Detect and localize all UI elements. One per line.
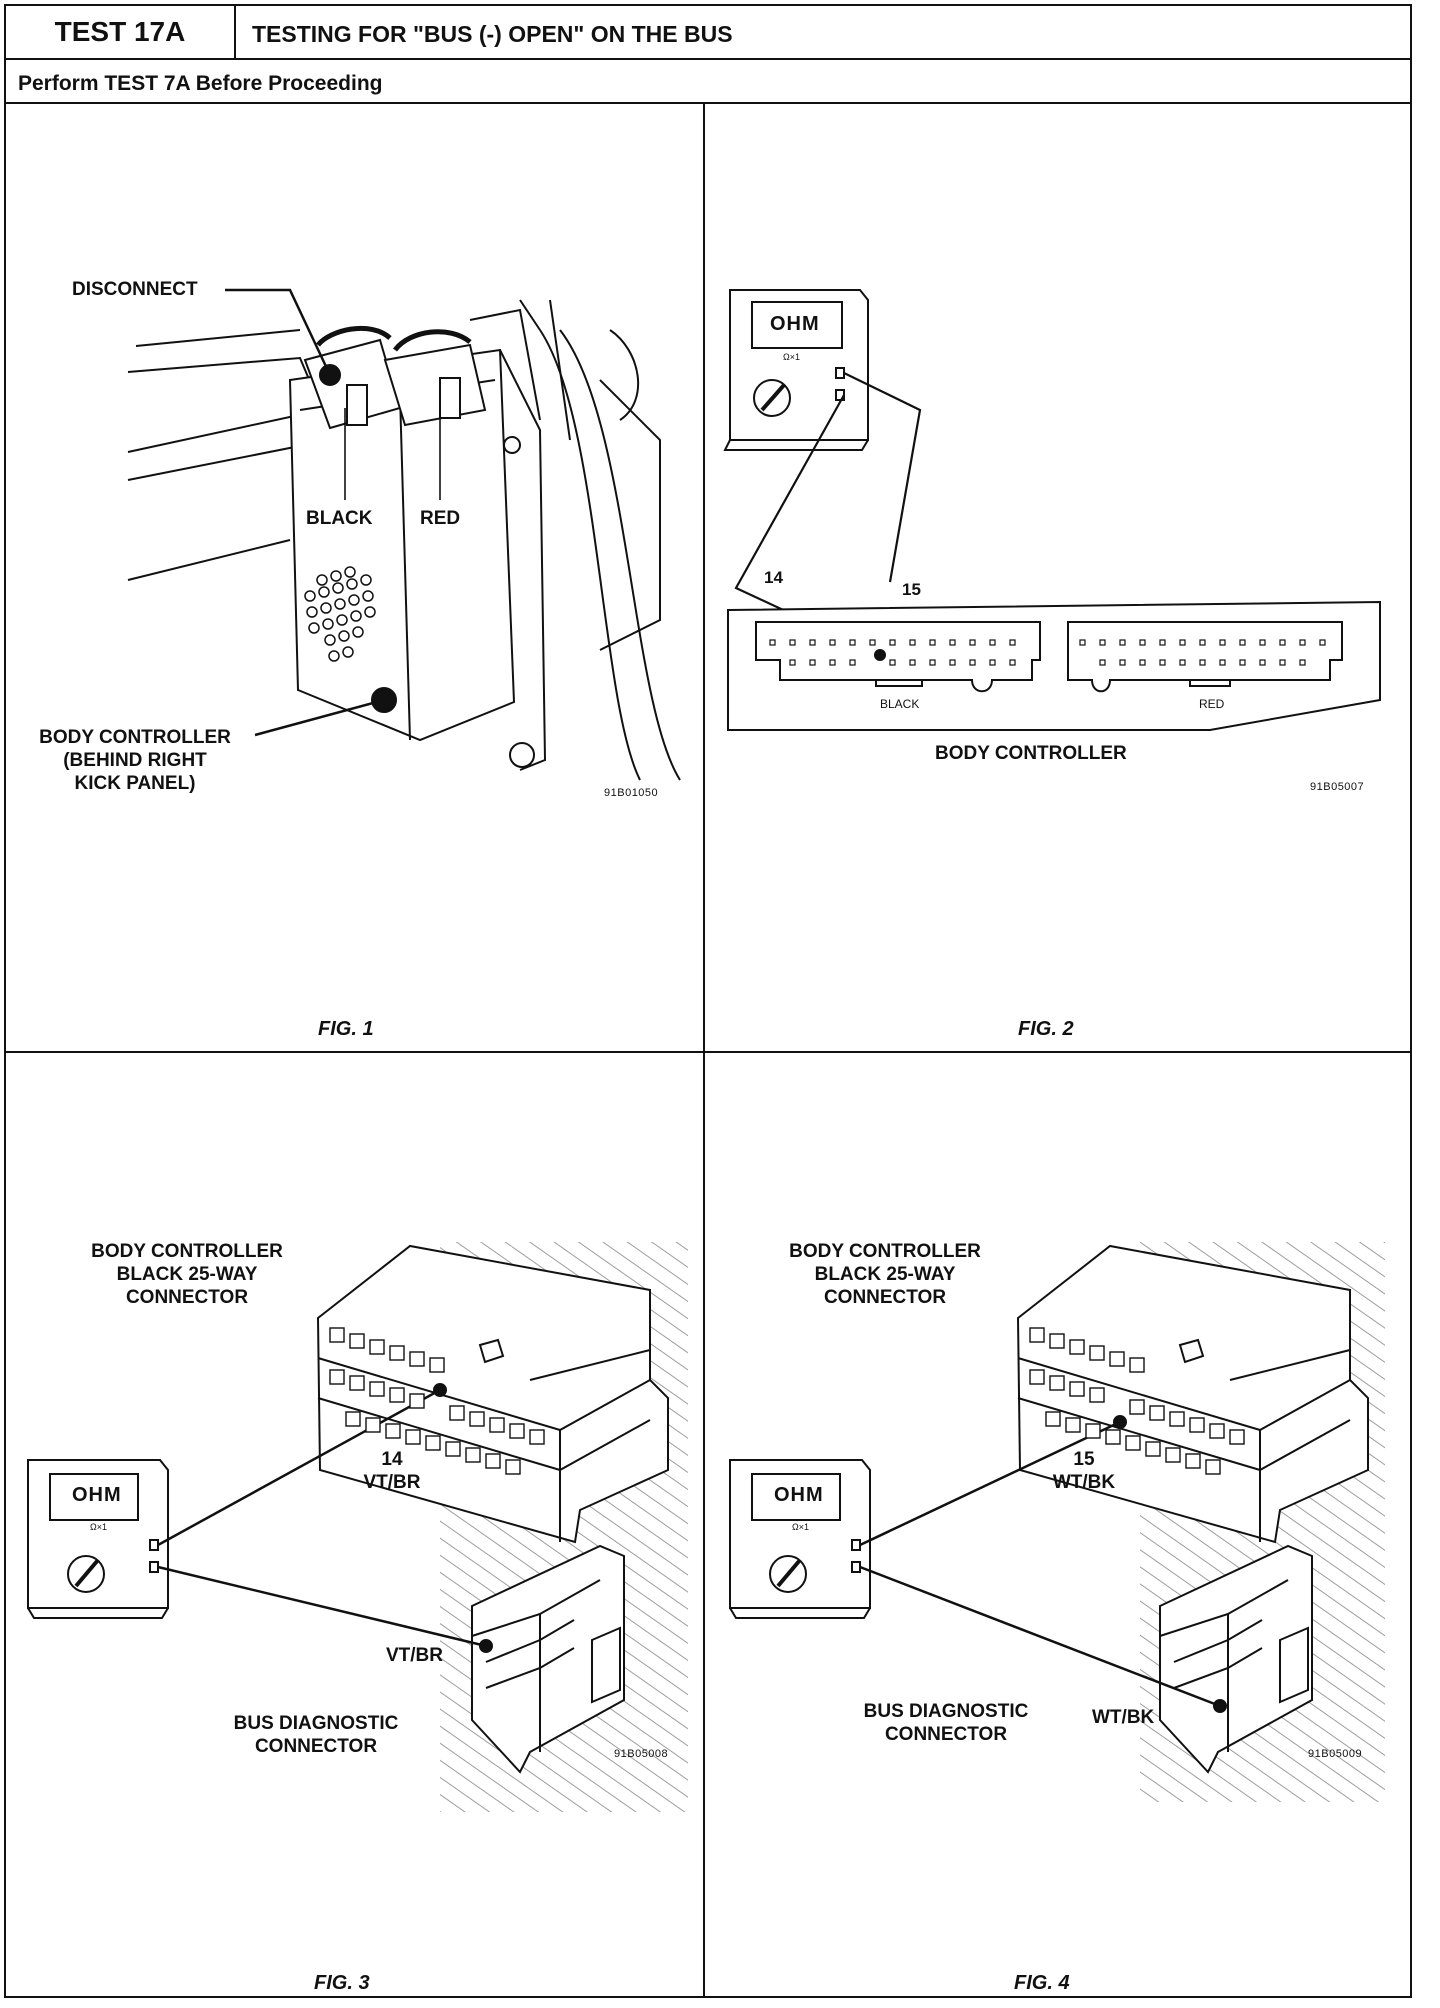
fig3-bus-connector-label: BUS DIAGNOSTIC CONNECTOR bbox=[216, 1712, 416, 1758]
fig4-range-label: Ω×1 bbox=[792, 1522, 809, 1532]
test-page: TEST 17A TESTING FOR "BUS (-) OPEN" ON T… bbox=[4, 4, 1412, 1998]
fig3-connector-line-1: BODY CONTROLLER bbox=[91, 1241, 283, 1262]
fig2-red-connector-label: RED bbox=[1199, 697, 1225, 711]
fig3-connector-label: BODY CONTROLLER BLACK 25-WAY CONNECTOR bbox=[72, 1240, 302, 1309]
fig2-red-connector bbox=[1067, 621, 1343, 693]
fig2-black-connector-label: BLACK bbox=[880, 697, 920, 711]
fig4-pin-label: 15 WT/BK bbox=[1052, 1448, 1116, 1494]
fig2-range-label: Ω×1 bbox=[783, 352, 800, 362]
fig2-drawing bbox=[723, 289, 1381, 731]
fig4-pin-row bbox=[1029, 1327, 1245, 1475]
fig2-ohmmeter bbox=[723, 289, 869, 451]
fig4-25way-connector bbox=[1016, 1244, 1369, 1544]
fig4-figure-code: 91B05009 bbox=[1308, 1748, 1363, 1760]
fig1-drawing bbox=[127, 288, 681, 781]
fig3-25way-connector bbox=[316, 1244, 669, 1544]
fig4-wire-color-top: WT/BK bbox=[1052, 1472, 1116, 1493]
fig3-connector-line-2: BLACK 25-WAY bbox=[116, 1264, 258, 1285]
vent-holes bbox=[304, 566, 376, 662]
subtitle-row: Perform TEST 7A Before Proceeding bbox=[6, 60, 1410, 104]
fig1-body-controller-label: BODY CONTROLLER (BEHIND RIGHT KICK PANEL… bbox=[10, 726, 260, 795]
fig4-connector-line-2: BLACK 25-WAY bbox=[814, 1264, 956, 1285]
fig4-caption: FIG. 4 bbox=[1014, 1972, 1070, 1994]
fig3-ohmmeter bbox=[27, 1459, 169, 1619]
fig1-black-label: BLACK bbox=[306, 508, 373, 529]
fig3-pin-number: 14 bbox=[381, 1449, 403, 1470]
test-title: TESTING FOR "BUS (-) OPEN" ON THE BUS bbox=[252, 21, 733, 47]
fig1-body-controller-line-1: BODY CONTROLLER bbox=[39, 727, 231, 748]
fig1-red-label: RED bbox=[420, 508, 461, 529]
fig3-connector-line-3: CONNECTOR bbox=[125, 1287, 249, 1308]
fig2-pin-14-label: 14 bbox=[764, 568, 783, 587]
fig4-bus-connector-label: BUS DIAGNOSTIC CONNECTOR bbox=[846, 1700, 1046, 1746]
fig4-connector-line-1: BODY CONTROLLER bbox=[789, 1241, 981, 1262]
fig4-bus-line-1: BUS DIAGNOSTIC bbox=[863, 1701, 1029, 1722]
fig1-body-controller-line-2: (BEHIND RIGHT bbox=[63, 750, 207, 771]
fig4-bus-connector bbox=[1159, 1544, 1313, 1774]
fig3-bus-line-2: CONNECTOR bbox=[254, 1736, 378, 1757]
fig1-body-controller-line-3: KICK PANEL) bbox=[74, 773, 196, 794]
panel-divider-vertical bbox=[703, 104, 705, 1996]
fig3-pin-row bbox=[329, 1327, 545, 1475]
fig4-ohmmeter bbox=[729, 1459, 871, 1619]
fig2-meter-display: OHM bbox=[770, 313, 820, 335]
fig2-pin-15-label: 15 bbox=[902, 580, 921, 599]
fig4-pin-number: 15 bbox=[1073, 1449, 1095, 1470]
fig2-caption: FIG. 2 bbox=[1018, 1018, 1074, 1040]
red-connector bbox=[383, 329, 487, 427]
fig4-connector-line-3: CONNECTOR bbox=[823, 1287, 947, 1308]
fig3-meter-display: OHM bbox=[72, 1484, 122, 1506]
fig3-figure-code: 91B05008 bbox=[614, 1748, 669, 1760]
fig3-pin-label: 14 VT/BR bbox=[362, 1448, 422, 1494]
panel-divider-horizontal bbox=[6, 1051, 1410, 1053]
fig2-black-connector bbox=[755, 621, 1041, 693]
fig3-drawing bbox=[27, 1242, 688, 1812]
fig1-disconnect-label: DISCONNECT bbox=[72, 279, 198, 300]
fig3-range-label: Ω×1 bbox=[90, 1522, 107, 1532]
fig2-body-controller-label: BODY CONTROLLER bbox=[935, 743, 1127, 764]
fig1-caption: FIG. 1 bbox=[318, 1018, 374, 1040]
fig3-wire-color-bottom: VT/BR bbox=[386, 1645, 443, 1666]
fig3-bus-line-1: BUS DIAGNOSTIC bbox=[233, 1713, 399, 1734]
prerequisite-note: Perform TEST 7A Before Proceeding bbox=[18, 72, 383, 95]
fig2-figure-code: 91B05007 bbox=[1310, 781, 1365, 793]
fig4-bus-line-2: CONNECTOR bbox=[884, 1724, 1008, 1745]
fig4-wire-color-bottom: WT/BK bbox=[1092, 1707, 1155, 1728]
fig3-bus-connector bbox=[471, 1544, 625, 1774]
fig3-caption: FIG. 3 bbox=[314, 1972, 370, 1994]
fig2-pin-holes bbox=[769, 639, 1326, 666]
header-row: TEST 17A TESTING FOR "BUS (-) OPEN" ON T… bbox=[6, 6, 1410, 60]
fig4-drawing bbox=[729, 1242, 1385, 1802]
fig1-figure-code: 91B01050 bbox=[604, 787, 659, 799]
test-id: TEST 17A bbox=[6, 6, 236, 58]
fig4-meter-display: OHM bbox=[774, 1484, 824, 1506]
fig4-connector-label: BODY CONTROLLER BLACK 25-WAY CONNECTOR bbox=[770, 1240, 1000, 1309]
fig3-wire-color-top: VT/BR bbox=[363, 1472, 421, 1493]
